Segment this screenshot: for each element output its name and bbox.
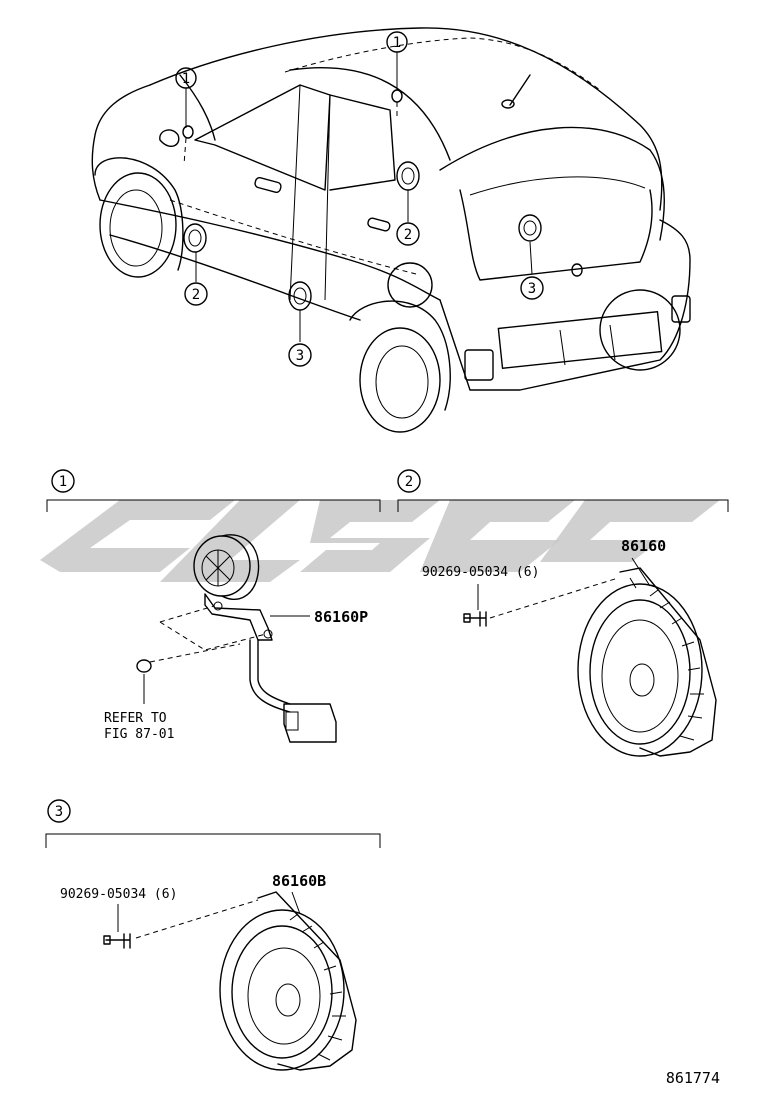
svg-text:3: 3 [528, 281, 536, 297]
callout-2-front-door: 2 [184, 282, 208, 306]
speaker-86160-drawing [463, 557, 717, 757]
callout-1-front-tweeter: 1 [175, 67, 197, 89]
watermark-logo [40, 500, 720, 582]
callout-3-rear-door: 3 [288, 343, 312, 367]
callout-1-tweeter: 1 [386, 31, 408, 53]
svg-text:3: 3 [55, 804, 63, 820]
svg-text:2: 2 [192, 287, 200, 303]
car-illustration [91, 27, 691, 433]
callout-2-right-door: 2 [396, 222, 420, 246]
part-number-86160b: 86160B [272, 872, 326, 890]
refer-note-line2: FIG 87-01 [104, 727, 174, 742]
part-number-86160p: 86160P [314, 608, 368, 626]
section-1-tweeter: 1 86160P R [46, 469, 381, 743]
svg-text:1: 1 [182, 71, 190, 87]
bolt-label-section3: 90269-05034 (6) [60, 887, 177, 902]
section-2-front-speaker: 2 86160 90269-05034 (6) [397, 469, 729, 757]
speaker-86160b-drawing [103, 891, 357, 1071]
callout-3-rear-right: 3 [520, 276, 544, 300]
bolt-label-section2: 90269-05034 (6) [422, 565, 539, 580]
illustration-id: 861774 [666, 1069, 720, 1087]
svg-text:1: 1 [393, 35, 401, 51]
svg-text:2: 2 [405, 474, 413, 490]
refer-note-line1: REFER TO [104, 711, 167, 726]
svg-text:3: 3 [296, 348, 304, 364]
svg-text:2: 2 [404, 227, 412, 243]
section-3-rear-speaker: 3 86160B 90269-05034 (6) [45, 799, 381, 1071]
part-number-86160: 86160 [621, 537, 666, 555]
svg-text:1: 1 [59, 474, 67, 490]
tweeter-86160p-drawing [136, 534, 337, 743]
